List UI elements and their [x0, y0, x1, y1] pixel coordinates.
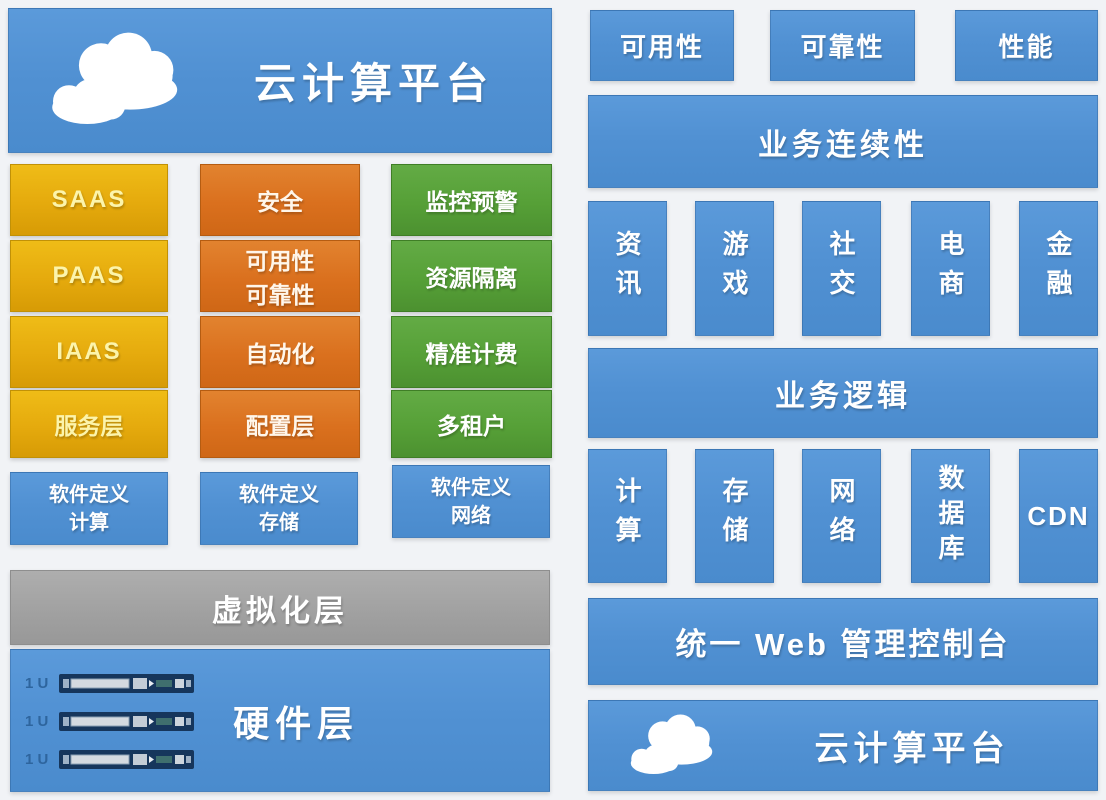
server-row: 1 U: [21, 740, 251, 778]
app-box-games-label: 游戏: [719, 229, 749, 308]
left-banner-title: 云计算平台: [253, 60, 494, 107]
box-service-layer-label: 服务层: [54, 413, 124, 439]
rack-server-icon: [59, 711, 194, 731]
box-sd-compute: 软件定义 计算: [10, 472, 168, 545]
bar-business-continuity-label: 业务连续性: [758, 128, 928, 162]
rack-server-icon: [59, 749, 194, 769]
box-reliability-label: 可靠性: [800, 32, 885, 62]
resource-box-storage-label: 存储: [719, 477, 749, 555]
box-iaas: IAAS: [10, 316, 168, 388]
app-box-news: 资讯: [588, 201, 667, 336]
app-box-finance: 金融: [1019, 201, 1098, 336]
app-box-social-label: 社交: [826, 229, 856, 308]
resource-box-database-label: 数据库: [935, 463, 965, 569]
box-accurate-billing-label: 精准计费: [425, 341, 518, 367]
resource-box-compute: 计算: [588, 449, 667, 583]
bar-business-logic: 业务逻辑: [588, 348, 1098, 438]
rack-server-icon: [59, 673, 194, 693]
box-paas-label: PAAS: [52, 262, 126, 289]
box-security-label: 安全: [257, 189, 303, 215]
server-row: 1 U: [21, 702, 251, 740]
box-resource-isolation-label: 资源隔离: [425, 265, 518, 291]
app-box-social: 社交: [802, 201, 881, 336]
box-sd-network-label: 软件定义 网络: [431, 476, 511, 527]
app-box-ecommerce: 电商: [911, 201, 990, 336]
box-availability-label: 可用性: [619, 32, 704, 62]
bar-business-continuity: 业务连续性: [588, 95, 1098, 188]
server-row: 1 U: [21, 664, 251, 702]
box-monitoring-alert-label: 监控预警: [425, 189, 518, 215]
box-config-layer: 配置层: [200, 390, 360, 458]
resource-box-cdn: CDN: [1019, 449, 1098, 583]
server-unit-label: 1 U: [25, 674, 49, 692]
box-saas-label: SAAS: [51, 186, 127, 213]
box-resource-isolation: 资源隔离: [391, 240, 552, 312]
box-service-layer: 服务层: [10, 390, 168, 458]
bar-hardware-label: 硬件层: [233, 702, 360, 744]
bar-business-logic-label: 业务逻辑: [775, 380, 911, 413]
bar-hardware-layer: 1 U 1 U: [10, 649, 550, 792]
box-availability: 可用性: [590, 10, 734, 81]
box-iaas-label: IAAS: [56, 338, 122, 365]
resource-box-cdn-label: CDN: [1027, 500, 1090, 531]
resource-box-compute-label: 计算: [612, 477, 642, 555]
box-paas: PAAS: [10, 240, 168, 312]
cloud-icon: [630, 713, 713, 774]
resource-box-network: 网络: [802, 449, 881, 583]
app-box-ecommerce-label: 电商: [935, 229, 965, 308]
bottom-banner-title: 云计算平台: [814, 730, 1010, 768]
box-automation-label: 自动化: [245, 341, 315, 367]
server-unit-label: 1 U: [25, 712, 49, 730]
box-saas: SAAS: [10, 164, 168, 236]
box-availability-reliability: 可用性 可靠性: [200, 240, 360, 312]
box-sd-storage-label: 软件定义 存储: [239, 483, 319, 534]
box-sd-compute-label: 软件定义 计算: [49, 483, 129, 534]
server-rack: 1 U 1 U: [21, 664, 251, 778]
resource-box-storage: 存储: [695, 449, 774, 583]
box-performance-label: 性能: [998, 32, 1055, 62]
app-box-finance-label: 金融: [1043, 229, 1073, 308]
resource-box-network-label: 网络: [826, 477, 856, 555]
resource-box-database: 数据库: [911, 449, 990, 583]
cloud-platform-banner-bottom: 云计算平台: [588, 700, 1098, 791]
box-multi-tenant-label: 多租户: [437, 413, 506, 439]
bar-virtualization-label: 虚拟化层: [212, 594, 348, 628]
box-monitoring-alert: 监控预警: [391, 164, 552, 236]
app-box-news-label: 资讯: [612, 229, 642, 308]
app-box-games: 游戏: [695, 201, 774, 336]
box-config-layer-label: 配置层: [245, 413, 315, 439]
box-automation: 自动化: [200, 316, 360, 388]
box-accurate-billing: 精准计费: [391, 316, 552, 388]
box-multi-tenant: 多租户: [391, 390, 552, 458]
box-performance: 性能: [955, 10, 1098, 81]
box-sd-storage: 软件定义 存储: [200, 472, 358, 545]
box-availability-reliability-label: 可用性 可靠性: [245, 248, 315, 308]
cloud-icon: [52, 32, 178, 124]
bar-web-console-label: 统一 Web 管理控制台: [675, 627, 1011, 662]
bar-virtualization-layer: 虚拟化层: [10, 570, 550, 645]
box-reliability: 可靠性: [770, 10, 915, 81]
server-unit-label: 1 U: [25, 750, 49, 768]
box-sd-network: 软件定义 网络: [392, 465, 550, 538]
cloud-platform-banner: 云计算平台: [8, 8, 552, 153]
box-security: 安全: [200, 164, 360, 236]
bar-web-console: 统一 Web 管理控制台: [588, 598, 1098, 685]
